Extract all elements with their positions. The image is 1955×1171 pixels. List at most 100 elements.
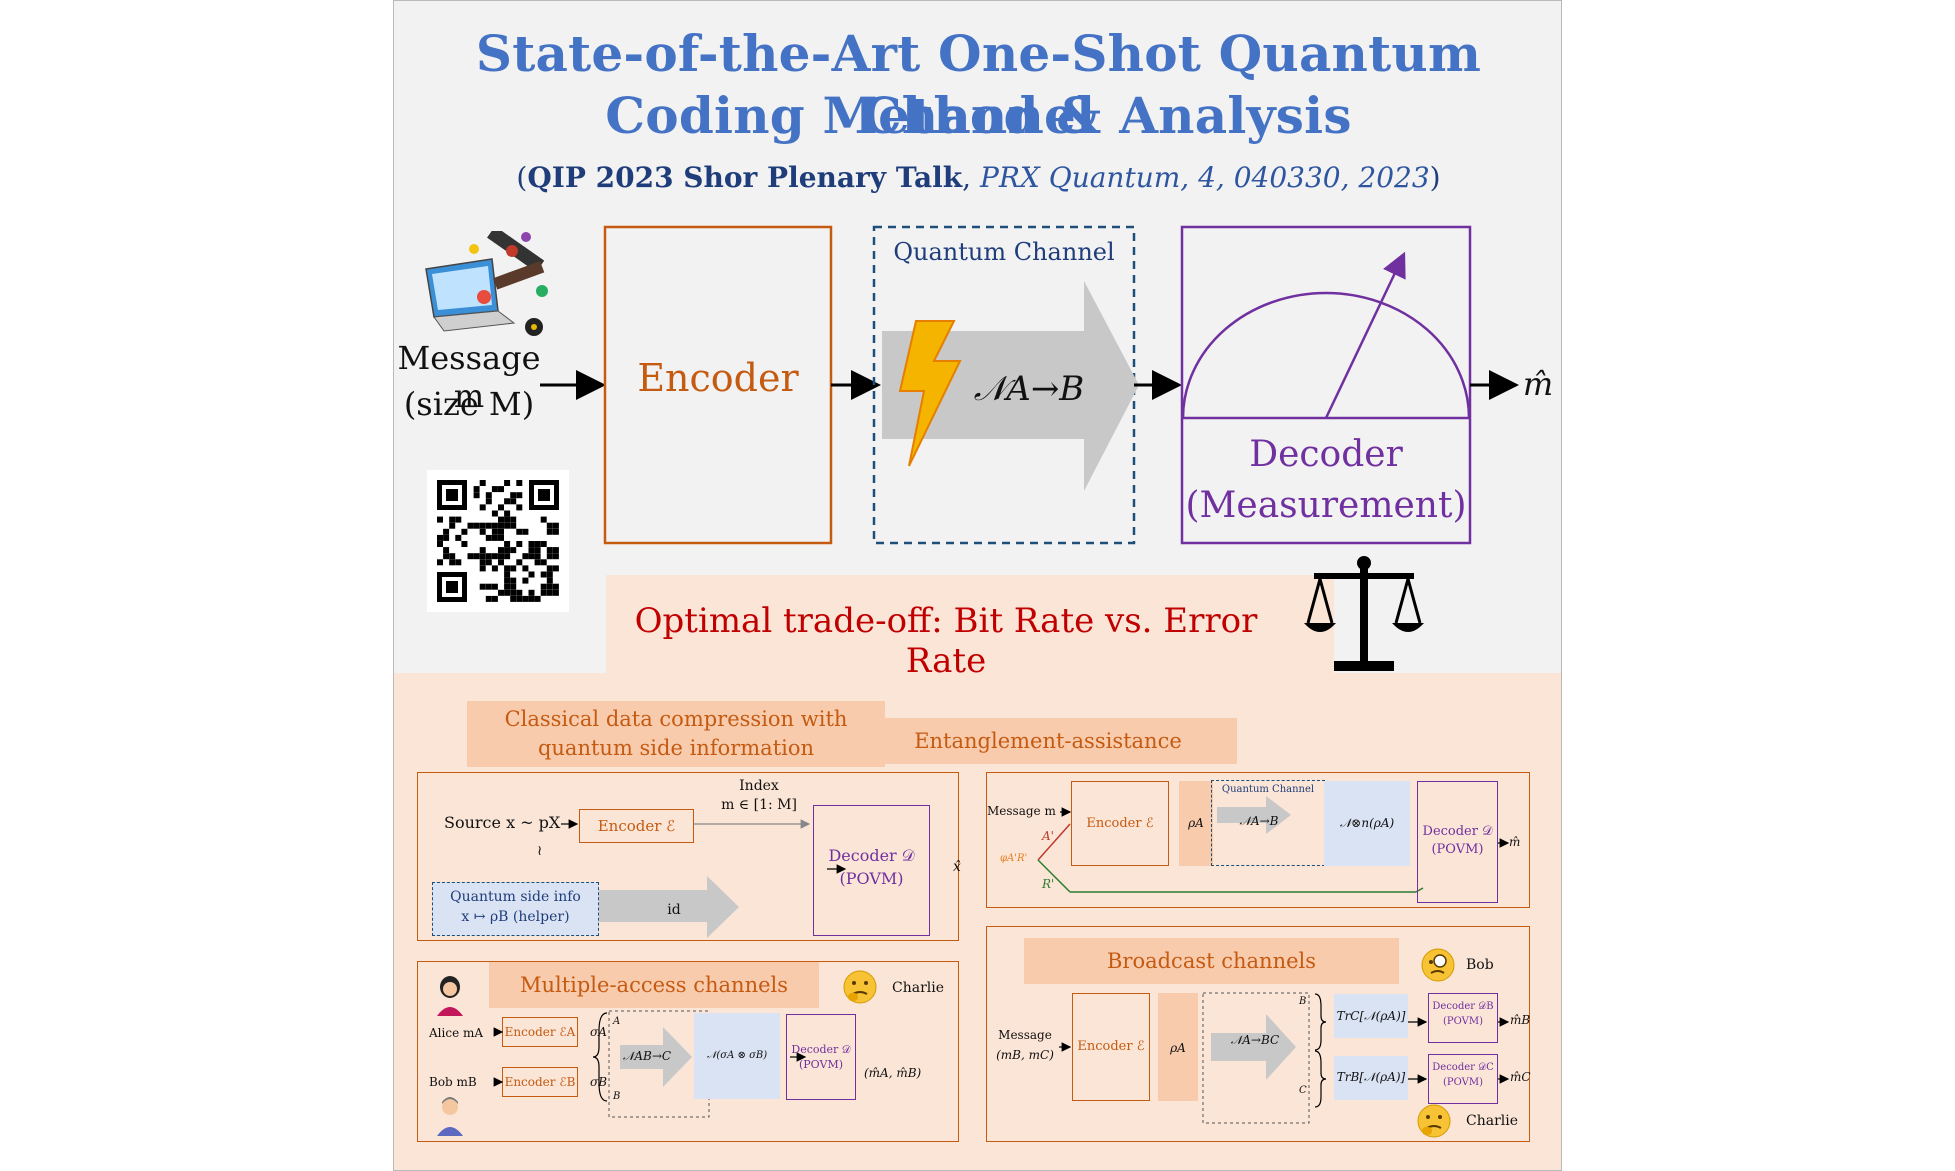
qr-module — [491, 534, 498, 541]
broadcast-trace-c-box — [1334, 994, 1408, 1038]
qr-module — [491, 553, 498, 560]
qr-module — [455, 534, 462, 541]
qr-module — [534, 595, 541, 602]
qr-module — [552, 528, 559, 535]
side-info-box — [432, 882, 599, 936]
qr-module — [504, 553, 511, 560]
broadcast-povm-c: (POVM) — [1442, 1077, 1483, 1088]
ent-povm: (POVM) — [1431, 842, 1484, 857]
ent-rho-box — [1179, 781, 1213, 866]
qr-module — [510, 492, 517, 499]
broadcast-charlie: Charlie — [1466, 1113, 1519, 1129]
qr-module — [552, 589, 559, 596]
mac-bob: Bob mB — [429, 1075, 477, 1089]
qr-module — [546, 571, 553, 578]
qr-module — [522, 565, 529, 572]
qr-module — [485, 559, 492, 566]
qr-module — [528, 553, 535, 560]
qr-module — [516, 504, 523, 511]
qr-module — [510, 516, 517, 523]
qr-module — [491, 528, 498, 535]
output-label: m̂ — [1522, 365, 1554, 403]
balance-scale-icon — [1304, 556, 1424, 671]
qr-module — [498, 528, 504, 535]
compression-output: x̂ — [953, 859, 961, 875]
poster: State-of-the-Art One-Shot Quantum Channe… — [393, 0, 1562, 1171]
qr-module — [510, 498, 517, 505]
qr-module — [504, 516, 511, 523]
source-label: Source x ~ pX — [444, 813, 561, 832]
qr-module — [504, 589, 511, 596]
qr-module — [449, 553, 456, 560]
entanglement-diagram — [1037, 796, 1510, 893]
broadcast-tag: Broadcast channels — [1024, 938, 1399, 984]
compression-encoder: Encoder ℰ — [579, 809, 694, 843]
qr-module — [479, 583, 486, 590]
qr-module — [449, 516, 456, 523]
qr-module — [498, 559, 504, 566]
qr-module — [510, 522, 517, 529]
broadcast-message: Message — [998, 1028, 1052, 1042]
qr-module — [540, 589, 547, 596]
qr-module — [504, 583, 511, 590]
qr-module — [437, 559, 443, 566]
qr-module — [552, 583, 559, 590]
main-diagram — [540, 225, 1519, 545]
qr-module — [455, 516, 462, 523]
qr-module — [491, 583, 498, 590]
qr-module — [461, 528, 468, 535]
mac-tensor: 𝒩(σA ⊗ σB) — [706, 1050, 768, 1061]
qr-module — [437, 541, 443, 547]
qr-module — [498, 516, 504, 523]
qr-module — [479, 565, 486, 572]
broadcast-channel: 𝒩A→BC — [1230, 1033, 1280, 1047]
qr-module — [455, 559, 462, 566]
subtitle-close: ) — [1429, 161, 1441, 194]
qr-module — [437, 534, 443, 541]
qr-module — [510, 577, 517, 584]
ent-phi: φA'R' — [1000, 853, 1028, 864]
size-label: (size M) — [403, 385, 535, 423]
ent-encoder: Encoder ℰ — [1071, 781, 1169, 866]
qr-code[interactable] — [427, 470, 569, 612]
qr-module — [491, 510, 498, 517]
qr-module — [528, 589, 535, 596]
title-line-2: Coding Method & Analysis — [605, 86, 1352, 145]
qr-module — [473, 553, 480, 560]
encoder-label: Encoder — [637, 356, 799, 400]
charlie-thinking-icon-2 — [1417, 1104, 1451, 1138]
decoder-label: Decoder — [1249, 434, 1403, 475]
compression-diagram — [561, 819, 847, 938]
qr-module — [546, 589, 553, 596]
qr-module — [534, 559, 541, 566]
tilde-symbol: ≀ — [537, 843, 543, 859]
qr-module — [449, 522, 456, 529]
qr-module — [498, 534, 504, 541]
subtitle: (QIP 2023 Shor Plenary Talk, PRX Quantum… — [394, 161, 1561, 194]
broadcast-rho-box — [1158, 993, 1198, 1101]
qr-module — [504, 571, 511, 578]
qr-module — [473, 522, 480, 529]
qr-module — [516, 480, 523, 486]
mac-label-a: A — [613, 1016, 621, 1027]
qr-module — [552, 565, 559, 572]
channel-label: Quantum Channel — [893, 238, 1115, 266]
mac-label-b: B — [613, 1091, 621, 1102]
qr-module — [540, 516, 547, 523]
qr-module — [485, 595, 492, 602]
ent-decoder: Decoder 𝒟 — [1422, 824, 1493, 839]
qr-module — [479, 547, 486, 554]
decoder-sub-label: (Measurement) — [1185, 485, 1467, 526]
qr-module — [516, 595, 523, 602]
compression-povm: (POVM) — [839, 869, 904, 888]
qr-module — [516, 492, 523, 499]
qr-module — [479, 559, 486, 566]
mac-diagram — [493, 1010, 807, 1118]
broadcast-trace-c: TrC[𝒩(ρA)] — [1336, 1009, 1406, 1023]
qr-module — [528, 547, 535, 554]
mac-output: (m̂A, m̂B) — [864, 1066, 922, 1080]
qr-module — [479, 528, 486, 535]
qr-module — [491, 565, 498, 572]
broadcast-encoder: Encoder ℰ — [1072, 993, 1150, 1101]
qr-module — [498, 589, 504, 596]
